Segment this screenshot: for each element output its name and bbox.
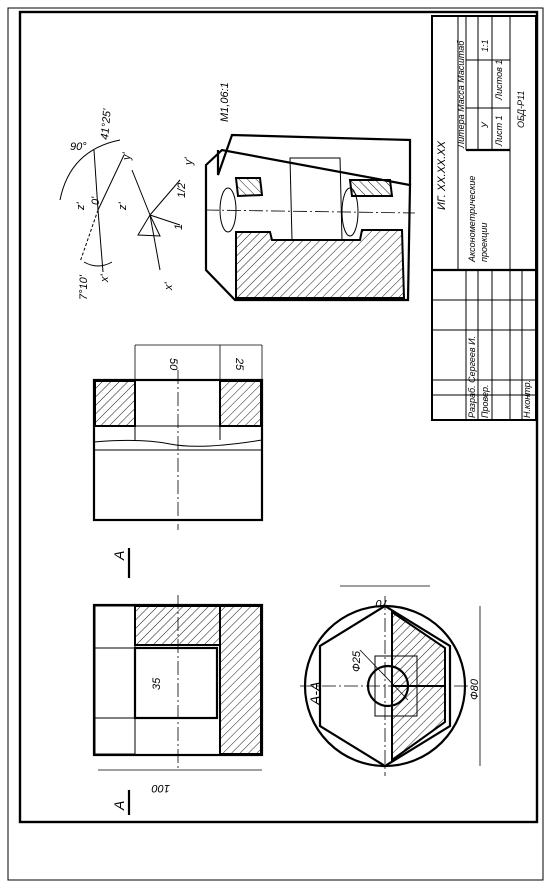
designation-text: ИГ. XX.XX.XX [436, 140, 448, 210]
angle-90-label: 90° [70, 141, 87, 153]
group-text: ОБД-Р11 [516, 91, 526, 128]
axis-x-label: x' [99, 274, 111, 284]
developer-text: Разраб. Сергеев И. [467, 336, 477, 418]
title-block: ИГ. XX.XX.XX Аксонометрические проекции … [431, 15, 537, 421]
axis-y-label: y' [121, 152, 133, 162]
front-view: 100 35 [92, 595, 264, 794]
outer-frame [7, 7, 544, 881]
angle-7-label: 7°10' [78, 274, 90, 300]
checker-text: Провер. [480, 384, 490, 418]
section-view: 70 Ф80 Ф25 [300, 585, 481, 776]
angle-41-label: 41°25' [99, 107, 114, 140]
dim-80: Ф80 [469, 678, 481, 700]
k-half-label: 1/2 [176, 183, 188, 198]
isometric-view: М1,06:1 [204, 82, 416, 302]
sheets-label: Листов 1 [494, 60, 504, 101]
dim-25: 25 [233, 357, 245, 371]
origin-label: 0' [90, 196, 102, 205]
dim-25-hole: Ф25 [351, 650, 363, 672]
norm-control-text: Н.контр. [522, 380, 532, 418]
scale-note: М1,06:1 [219, 82, 231, 122]
sheet-label: Лист 1 [494, 115, 504, 147]
axis-z2-label: z' [117, 202, 129, 212]
dim-70: 70 [375, 597, 388, 609]
cut-marker-top: A [111, 551, 127, 561]
axis-x2-label: x' [163, 282, 175, 292]
title-line-1: Аксонометрические [467, 176, 477, 263]
k1-label: 1 [173, 224, 185, 230]
axis-y2-label: y' [183, 157, 195, 167]
title-line-2: проекции [479, 223, 489, 262]
scale-value: 1:1 [480, 39, 490, 52]
scale-label: У [480, 121, 490, 129]
dim-100: 100 [151, 782, 170, 794]
axis-z-label: z' [75, 202, 87, 212]
col-headers-text: Литера Масса Масштаб [456, 40, 466, 149]
dim-35: 35 [151, 677, 163, 690]
cut-marker-bottom: A [111, 801, 127, 811]
dim-50: 50 [167, 358, 179, 371]
side-view-upper: 50 25 [92, 344, 264, 530]
axonometric-axes: 90° 41°25' 7°10' z' 0' y' x' z' y' x' 1 … [59, 107, 195, 300]
